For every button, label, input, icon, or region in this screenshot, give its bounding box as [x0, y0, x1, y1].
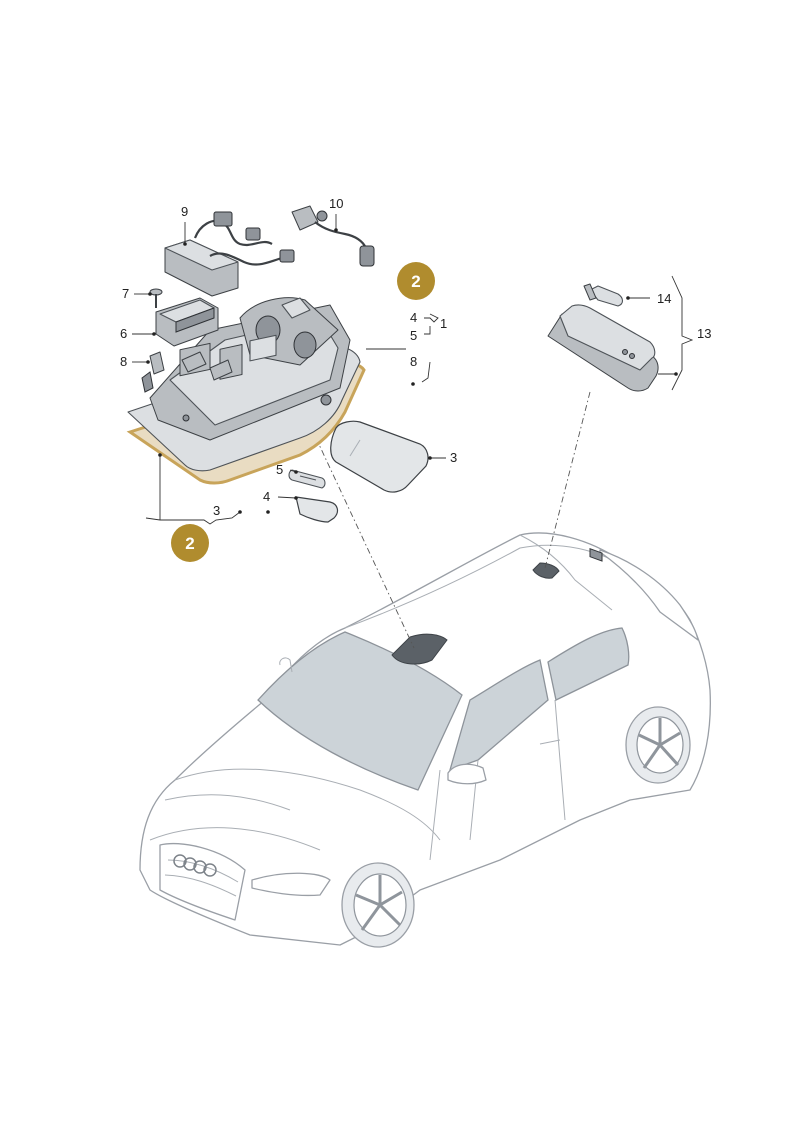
screw: [149, 288, 163, 308]
callout-5-lower: 5: [276, 462, 283, 477]
callout-3-bottom: 3: [213, 503, 220, 518]
callout-7: 7: [122, 286, 129, 301]
callout-4-right: 4: [410, 310, 417, 325]
connector-rear-light: [544, 391, 591, 569]
brand-logo-rings: [173, 854, 217, 877]
car-illustration: [139, 532, 711, 948]
leader-dots: [146, 228, 678, 514]
callout-1: 1: [440, 316, 447, 331]
callout-4-lower: 4: [263, 489, 270, 504]
callout-10: 10: [329, 196, 343, 211]
control-unit-with-harness: [164, 211, 295, 297]
svg-text:2: 2: [411, 272, 420, 291]
callout-5-right: 5: [410, 328, 417, 343]
small-lens: [295, 496, 339, 523]
svg-text:2: 2: [185, 534, 194, 553]
callout-8-right: 8: [410, 354, 417, 369]
wedge-bulb: [583, 283, 624, 307]
callout-13: 13: [697, 326, 711, 341]
callout-3-right: 3: [450, 450, 457, 465]
roof-light-lens-front: [391, 633, 448, 665]
leader-lines: [132, 214, 694, 525]
connector-front-light: [315, 437, 415, 649]
callout-6: 6: [120, 326, 127, 341]
front-interior-light-assembly: [126, 297, 366, 485]
festoon-bulb: [288, 469, 326, 489]
cover-lens: [330, 420, 429, 493]
rear-wheel: [625, 706, 691, 784]
retaining-clip: [149, 351, 165, 375]
callout-14: 14: [657, 291, 671, 306]
callout-9: 9: [181, 204, 188, 219]
switch-module: [155, 297, 219, 347]
bulb-holder-with-cable: [291, 205, 375, 267]
rear-interior-light: [547, 304, 659, 562]
roof-light-lens-rear: [532, 562, 560, 579]
front-wheel: [341, 862, 415, 948]
callout-badge-2-top: 2: [397, 262, 435, 300]
callout-badge-2-bottom: 2: [171, 524, 209, 562]
callout-8-left: 8: [120, 354, 127, 369]
